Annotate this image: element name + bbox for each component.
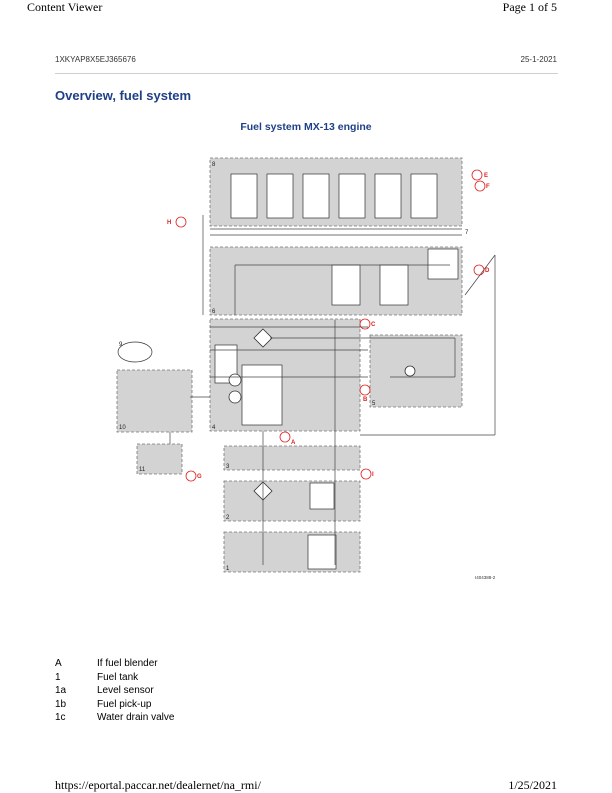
legend-key: 1b	[55, 698, 67, 710]
sensor-label-h: H	[167, 220, 171, 226]
zone-5-module	[369, 334, 463, 408]
legend-list: A If fuel blender 1 Fuel tank 1a Level sens…	[55, 657, 174, 725]
page-title: Overview, fuel system	[55, 88, 192, 103]
legend-item: 1a Level sensor	[55, 684, 174, 698]
zone-label-1: 1	[226, 566, 230, 572]
zone-label-10: 10	[119, 425, 126, 431]
fuel-system-diagram: 8 7 6 5 4 3 2 1 9 10 11 H E F D C B A I …	[116, 157, 496, 580]
zone-3	[223, 445, 361, 471]
legend-value: Fuel pick-up	[97, 698, 152, 710]
sensor-label-e: E	[484, 173, 488, 179]
legend-value: Level sensor	[97, 685, 154, 697]
header-divider	[55, 73, 558, 74]
legend-value: Fuel tank	[97, 671, 139, 683]
zone-11	[136, 443, 183, 475]
sensor-label-d: D	[485, 268, 490, 274]
zone-label-11: 11	[139, 467, 146, 473]
figure-title: Fuel system MX-13 engine	[240, 121, 372, 133]
image-code: I404388-2	[475, 575, 496, 580]
legend-key: 1a	[55, 685, 67, 697]
legend-item: 1 Fuel tank	[55, 671, 174, 685]
footer-date: 1/25/2021	[508, 778, 557, 792]
sensor-label-c: C	[371, 322, 376, 328]
page-indicator: Page 1 of 5	[502, 0, 557, 14]
zone-label-8: 8	[212, 162, 216, 168]
app-title: Content Viewer	[27, 0, 103, 14]
zone-2-prefilter	[223, 480, 361, 522]
sensor-label-f: F	[486, 184, 490, 190]
footer-url: https://eportal.paccar.net/dealernet/na_…	[55, 778, 261, 792]
zone-label-9: 9	[119, 342, 123, 348]
sensor-label-a: A	[291, 440, 296, 446]
sensor-label-i: I	[372, 472, 374, 478]
zone-label-3: 3	[226, 464, 230, 470]
zone-label-6: 6	[212, 309, 216, 315]
zone-label-2: 2	[226, 515, 230, 521]
zone-10	[116, 369, 193, 433]
legend-item: A If fuel blender	[55, 657, 174, 671]
document-date: 25-1-2021	[520, 55, 557, 64]
sensor-label-b: B	[363, 397, 368, 403]
legend-key: 1	[55, 671, 61, 683]
legend-value: Water drain valve	[97, 712, 175, 724]
zone-label-5: 5	[372, 401, 376, 407]
sensor-label-g: G	[197, 474, 202, 480]
zone-1-fuel-tank	[223, 531, 361, 573]
legend-item: 1c Water drain valve	[55, 711, 174, 725]
legend-value: If fuel blender	[97, 658, 158, 669]
legend-item: 1b Fuel pick-up	[55, 698, 174, 712]
legend-key: A	[55, 658, 62, 669]
zone-label-7: 7	[465, 230, 469, 236]
document-id: 1XKYAP8X5EJ365676	[55, 55, 136, 64]
zone-label-4: 4	[212, 425, 216, 431]
legend-key: 1c	[55, 712, 66, 724]
